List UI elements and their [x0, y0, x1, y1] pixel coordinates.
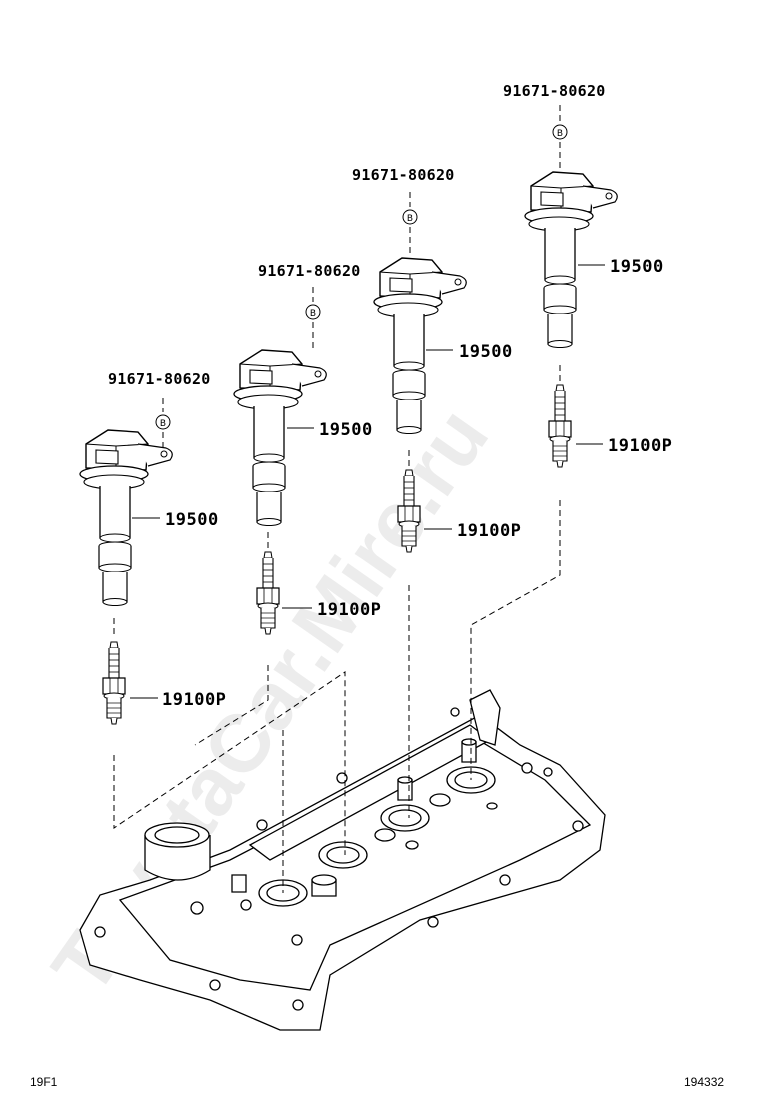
- callout-bolt-3: 91671-80620: [352, 166, 455, 184]
- callout-plug-4: 19100P: [608, 436, 672, 456]
- ignition-coil-2: [233, 349, 327, 527]
- bolt-marker-4: B: [552, 124, 568, 140]
- callout-bolt-1: 91671-80620: [108, 370, 211, 388]
- label-leaders: [130, 264, 605, 699]
- svg-text:B: B: [557, 129, 563, 139]
- svg-text:B: B: [310, 309, 316, 319]
- bolt-marker-3: B: [402, 209, 418, 225]
- callout-bolt-4: 91671-80620: [503, 82, 606, 100]
- assembly-guide-lines: [113, 105, 561, 893]
- svg-text:B: B: [407, 214, 413, 224]
- bolt-marker-2: B: [305, 304, 321, 320]
- spark-plug-1: [102, 641, 126, 725]
- callout-plug-2: 19100P: [317, 600, 381, 620]
- callout-coil-3: 19500: [459, 342, 513, 362]
- diagram-code-right: 194332: [684, 1075, 725, 1089]
- diagram-code-left: 19F1: [30, 1075, 58, 1089]
- spark-plug-4: [548, 384, 572, 468]
- bolt-marker-1: B: [155, 414, 171, 430]
- callout-bolt-2: 91671-80620: [258, 262, 361, 280]
- callout-plug-1: 19100P: [162, 690, 226, 710]
- callout-coil-1: 19500: [165, 510, 219, 530]
- svg-text:B: B: [160, 419, 166, 429]
- callout-coil-2: 19500: [319, 420, 373, 440]
- ignition-coil-4: [524, 171, 618, 349]
- callout-coil-4: 19500: [610, 257, 664, 277]
- cylinder-head-cover: [79, 689, 606, 1031]
- callout-plug-3: 19100P: [457, 521, 521, 541]
